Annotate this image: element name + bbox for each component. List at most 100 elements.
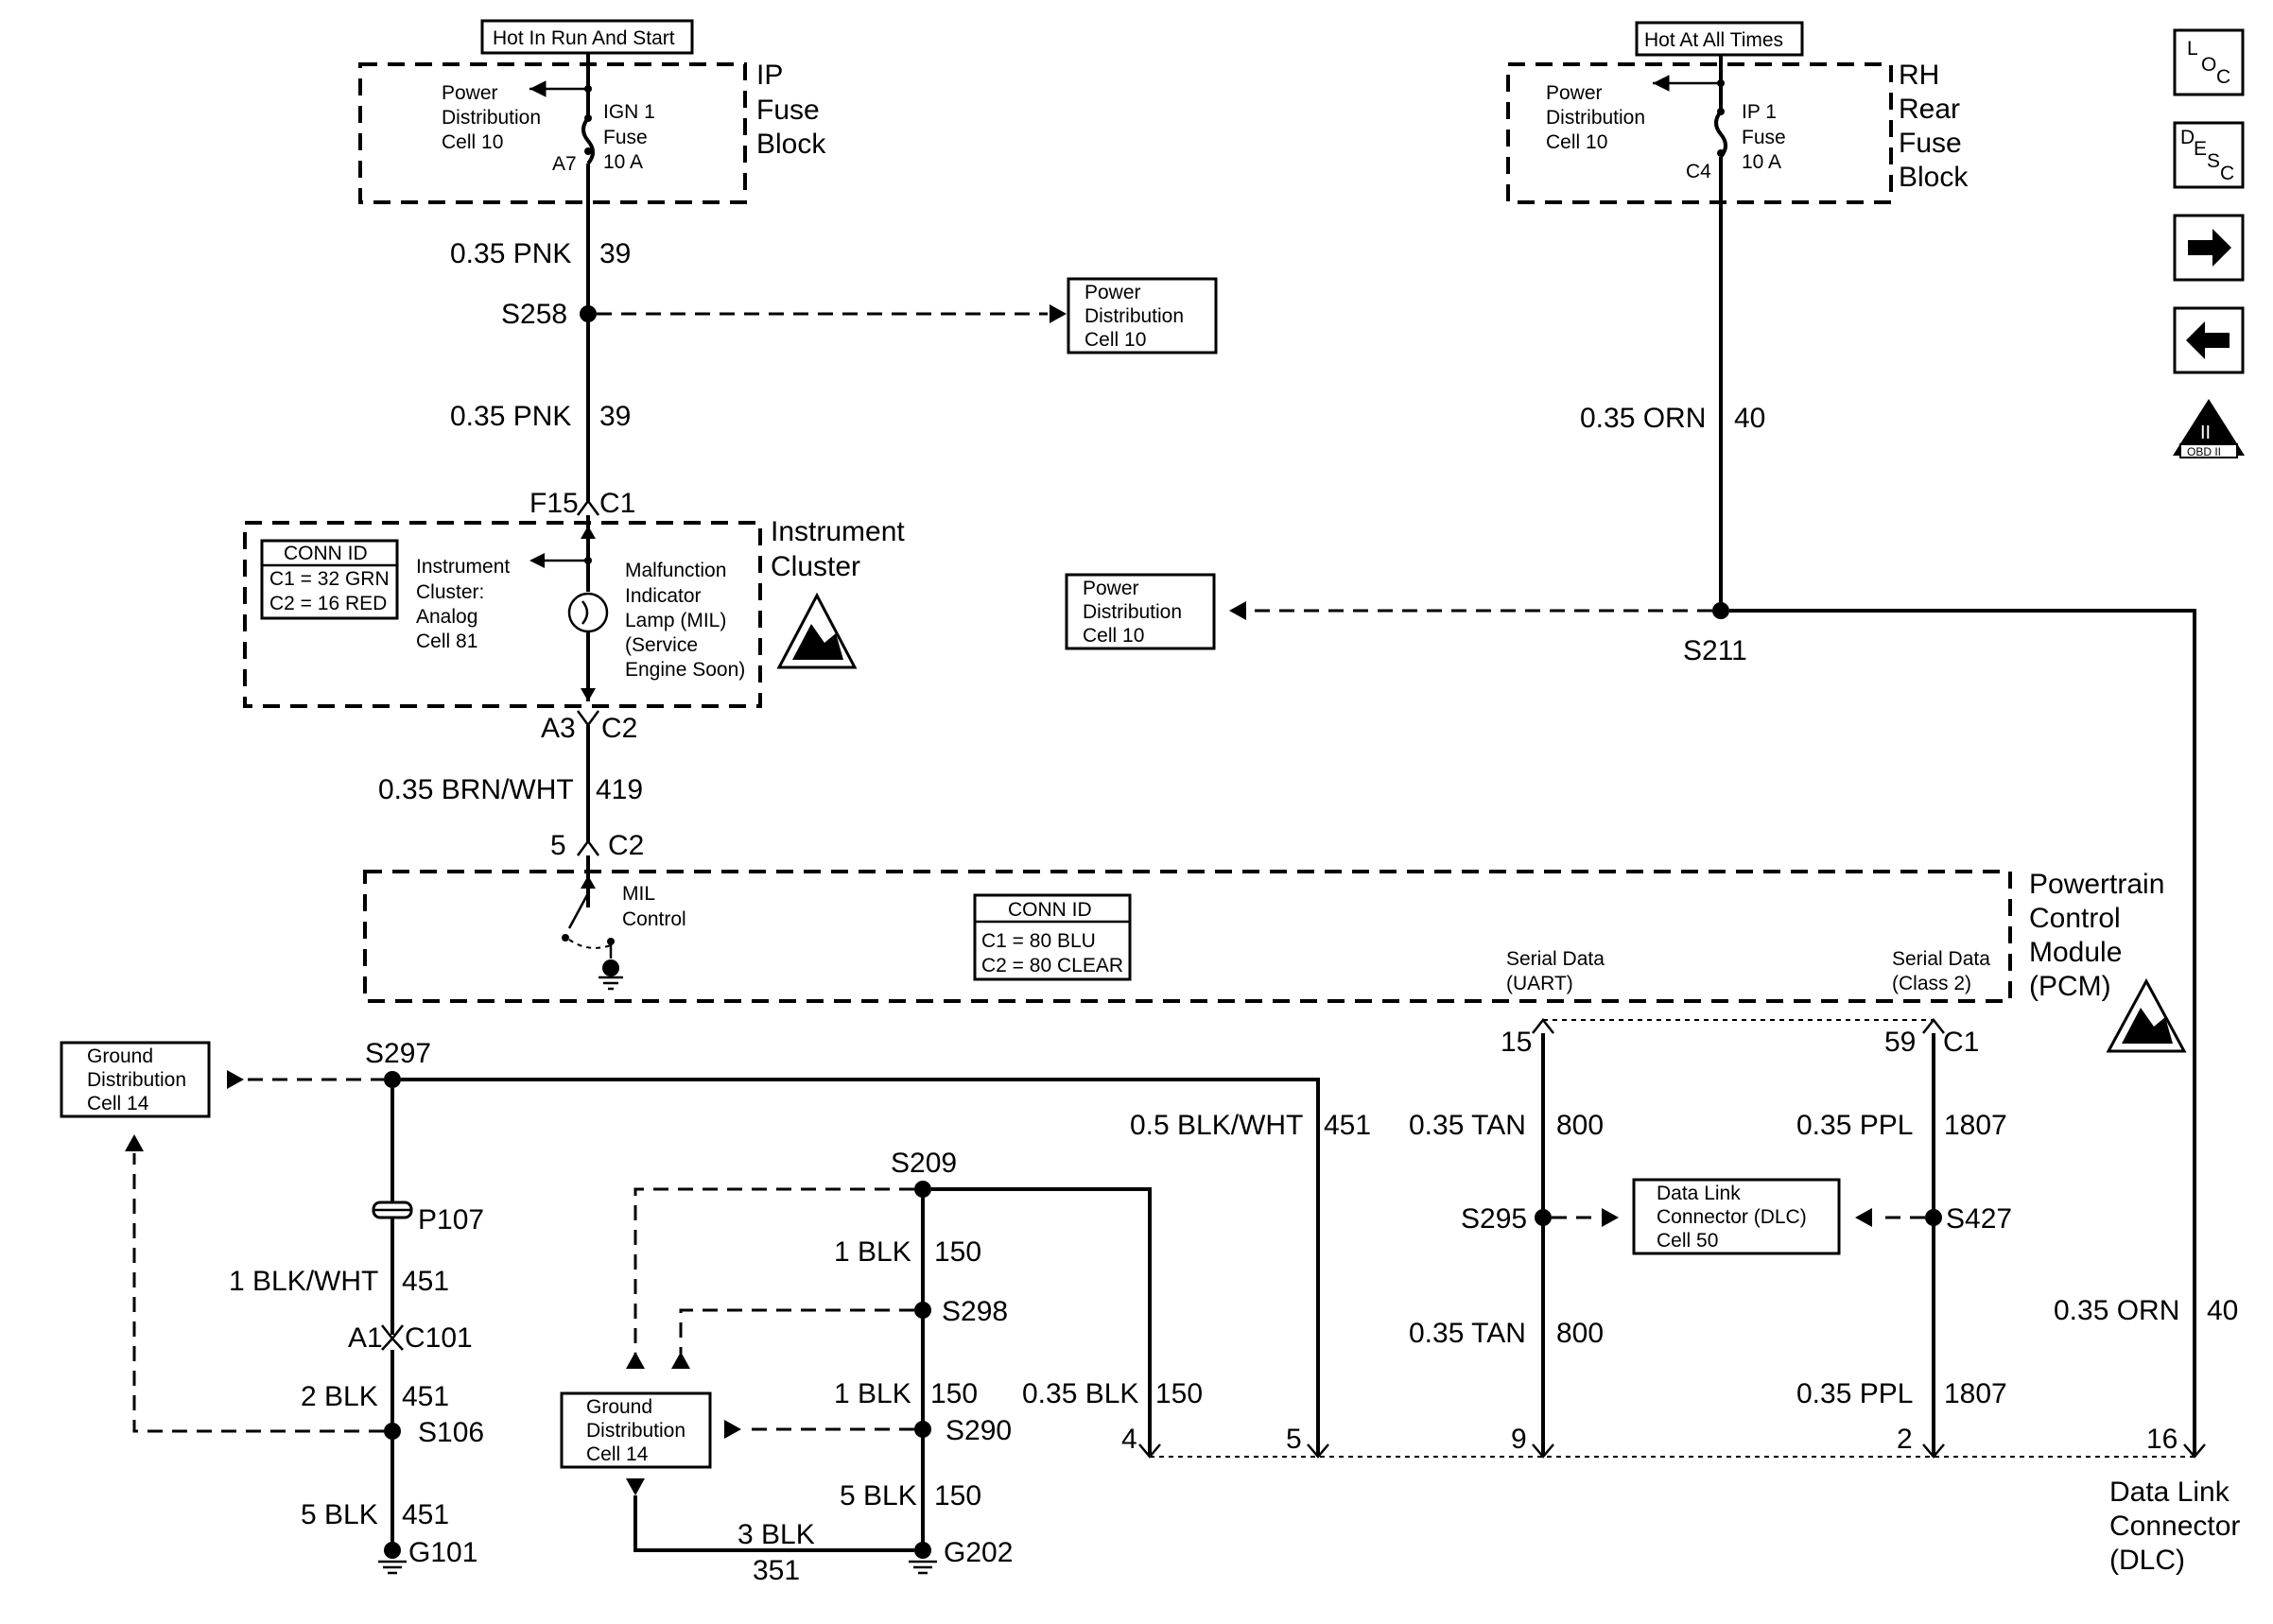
svg-text:Ground: Ground <box>87 1045 153 1067</box>
svg-text:C2 = 80 CLEAR: C2 = 80 CLEAR <box>981 955 1123 976</box>
rh-power-distribution-ref: Power Distribution Cell 10 <box>1546 82 1645 153</box>
svg-text:Serial Data: Serial Data <box>1506 948 1605 970</box>
svg-text:Cell 50: Cell 50 <box>1657 1230 1718 1252</box>
ign1-fuse-label: IGN 1 Fuse 10 A <box>603 101 655 173</box>
pin-f15: F15 <box>529 488 579 519</box>
ground-distribution-ref-left[interactable]: Ground Distribution Cell 14 <box>60 1041 211 1118</box>
pcm-pin-59: 59 <box>1884 1027 1916 1058</box>
wire-gauge-blk-3: 3 BLK <box>737 1519 815 1550</box>
wire-gauge-ppl-upper: 0.35 PPL <box>1796 1110 1913 1141</box>
cluster-conn-id-table: CONN ID C1 = 32 GRN C2 = 16 RED <box>260 539 399 620</box>
ground-distribution-ref-center[interactable]: Ground Distribution Cell 14 <box>560 1391 712 1469</box>
rh-rear-fuse-block-title: RH Rear Fuse Block <box>1899 60 1969 193</box>
svg-text:S: S <box>2207 150 2220 172</box>
svg-text:Cell 10: Cell 10 <box>1546 131 1607 153</box>
esd-sensitive-icon <box>776 592 858 669</box>
ground-g101-icon <box>378 1542 407 1575</box>
splice-s427 <box>1925 1209 1942 1226</box>
svg-text:Distribution: Distribution <box>442 107 541 129</box>
wire-circuit-150-mid: 150 <box>930 1378 978 1409</box>
instrument-cluster-title: Instrument Cluster <box>771 516 905 582</box>
svg-text:(DLC): (DLC) <box>2109 1545 2185 1576</box>
svg-text:Data Link: Data Link <box>2109 1477 2230 1508</box>
svg-text:IP: IP <box>756 60 783 91</box>
wire-gauge-orn-upper: 0.35 ORN <box>1580 403 1706 434</box>
wire-circuit-451-b: 451 <box>402 1381 449 1412</box>
ip1-fuse-icon <box>1714 110 1727 159</box>
wire-gauge-pnk-upper: 0.35 PNK <box>450 238 571 269</box>
splice-s297-label: S297 <box>365 1038 431 1069</box>
splice-s298 <box>914 1302 931 1319</box>
supply-at-all-times-label: Hot At All Times <box>1635 21 1804 57</box>
serial-data-class2-label: Serial Data (Class 2) <box>1892 948 1990 994</box>
wire-circuit-800-lower: 800 <box>1556 1318 1604 1349</box>
svg-text:(PCM): (PCM) <box>2029 971 2111 1002</box>
pass-through-p107 <box>372 1201 413 1219</box>
power-distribution-ref-top[interactable]: Power Distribution Cell 10 <box>1067 277 1218 354</box>
wire-gauge-blk-5-center: 5 BLK <box>840 1480 917 1512</box>
svg-text:Cell 10: Cell 10 <box>442 131 503 153</box>
svg-text:10 A: 10 A <box>1742 151 1781 173</box>
svg-text:CONN ID: CONN ID <box>1008 899 1092 921</box>
previous-page-arrow-icon[interactable] <box>2173 306 2245 374</box>
svg-text:Instrument: Instrument <box>416 556 510 578</box>
location-button[interactable]: L O C <box>2173 28 2245 96</box>
svg-text:Indicator: Indicator <box>625 585 702 607</box>
instrument-cluster-analog-ref: Instrument Cluster: Analog Cell 81 <box>416 556 510 652</box>
wire-gauge-blk-5: 5 BLK <box>301 1499 378 1530</box>
dlc-pin-9: 9 <box>1511 1424 1527 1455</box>
wire-circuit-150-lower: 150 <box>934 1480 981 1512</box>
ip-fuse-block <box>358 62 747 204</box>
next-page-arrow-icon[interactable] <box>2173 214 2245 282</box>
svg-text:D: D <box>2180 127 2195 148</box>
g101-label: G101 <box>408 1537 477 1568</box>
dlc-pin-2: 2 <box>1897 1424 1913 1455</box>
svg-text:Fuse: Fuse <box>1899 128 1962 159</box>
pin-a3: A3 <box>541 713 576 744</box>
svg-text:Connector: Connector <box>2109 1511 2240 1542</box>
fuse-pin-c4: C4 <box>1686 161 1711 182</box>
svg-text:Block: Block <box>756 129 826 160</box>
svg-text:C1 = 32 GRN: C1 = 32 GRN <box>269 568 390 590</box>
mil-control-label: MIL Control <box>622 883 686 930</box>
svg-text:C: C <box>2216 66 2230 88</box>
splice-s106 <box>384 1423 401 1440</box>
svg-text:Ground: Ground <box>586 1396 652 1418</box>
wire-circuit-150-dlc: 150 <box>1155 1378 1203 1409</box>
ip-power-distribution-ref: Power Distribution Cell 10 <box>442 82 541 153</box>
wire-circuit-1807-upper: 1807 <box>1944 1110 2007 1141</box>
svg-text:Rear: Rear <box>1899 94 1960 125</box>
svg-text:Distribution: Distribution <box>1546 107 1645 129</box>
dlc-ref-box[interactable]: Data Link Connector (DLC) Cell 50 <box>1632 1178 1841 1255</box>
svg-text:Distribution: Distribution <box>586 1420 685 1442</box>
g202-label: G202 <box>944 1537 1013 1568</box>
svg-text:Cell 10: Cell 10 <box>1083 625 1144 647</box>
description-button[interactable]: D E S C <box>2173 121 2245 189</box>
svg-text:C: C <box>2220 163 2234 184</box>
splice-s211-label: S211 <box>1683 635 1747 666</box>
wire-circuit-451-c: 451 <box>402 1499 449 1530</box>
wire-circuit-150-upper: 150 <box>934 1236 981 1268</box>
svg-text:Hot At All Times: Hot At All Times <box>1644 29 1783 51</box>
power-distribution-ref-right[interactable]: Power Distribution Cell 10 <box>1065 573 1216 650</box>
svg-text:Fuse: Fuse <box>603 127 648 148</box>
dlc-title: Data Link Connector (DLC) <box>2109 1477 2240 1576</box>
svg-text:Cell 81: Cell 81 <box>416 631 477 652</box>
wire-gauge-blk-2: 2 BLK <box>301 1381 378 1412</box>
wire-circuit-40-lower: 40 <box>2207 1295 2238 1326</box>
obd-ii-icon[interactable]: II OBD II <box>2173 399 2245 458</box>
wire-circuit-419: 419 <box>596 774 643 805</box>
splice-s427-label: S427 <box>1946 1203 2012 1235</box>
ip-fuse-block-title: IP Fuse Block <box>756 60 826 160</box>
svg-text:Cell 14: Cell 14 <box>87 1093 149 1114</box>
svg-text:C2 = 16 RED: C2 = 16 RED <box>269 593 387 614</box>
dlc-pin-16: 16 <box>2146 1424 2178 1455</box>
wire-circuit-39-lower: 39 <box>599 401 631 432</box>
svg-text:Control: Control <box>2029 903 2121 934</box>
wire-circuit-800-upper: 800 <box>1556 1110 1604 1141</box>
wire-circuit-39-upper: 39 <box>599 238 631 269</box>
esd-sensitive-icon <box>2106 977 2187 1053</box>
splice-s209-label: S209 <box>891 1148 957 1179</box>
svg-text:Powertrain: Powertrain <box>2029 869 2164 900</box>
